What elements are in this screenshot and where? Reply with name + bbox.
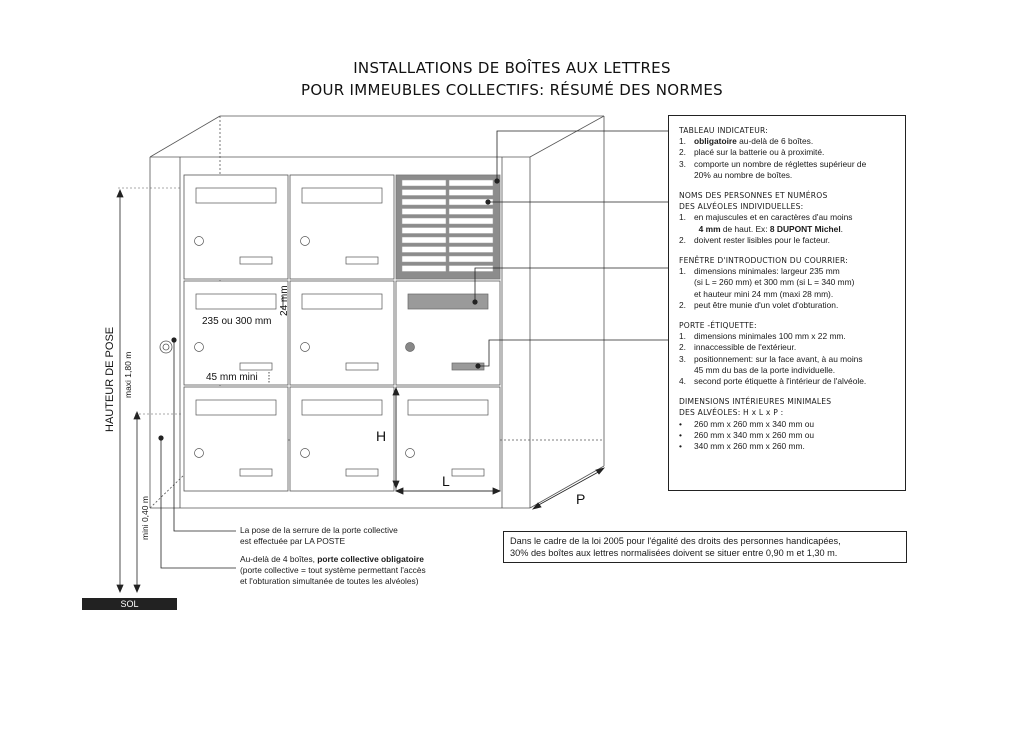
cabinet-outline bbox=[149, 115, 605, 509]
title-line-1: INSTALLATIONS DE BOÎTES AUX LETTRES bbox=[353, 59, 671, 77]
l-label: L bbox=[442, 473, 450, 489]
norms-panel: TABLEAU INDICATEUR: 1.obligatoire au-del… bbox=[668, 115, 906, 491]
maxi-label: maxi 1,80 m bbox=[123, 352, 133, 398]
lock-annotation: La pose de la serrure de la porte collec… bbox=[240, 525, 398, 546]
tableau-slat bbox=[401, 255, 447, 263]
tableau-slat bbox=[448, 246, 494, 253]
window-height-label: 24 mm bbox=[279, 285, 290, 316]
title-line-2: POUR IMMEUBLES COLLECTIFS: RÉSUMÉ DES NO… bbox=[301, 81, 723, 99]
tableau-slat bbox=[448, 265, 494, 272]
section-fenetre: FENÊTRE D'INTRODUCTION DU COURRIER: 1.di… bbox=[679, 256, 855, 310]
door-annotation: Au-delà de 4 boîtes, porte collective ob… bbox=[240, 554, 426, 586]
mailbox-details bbox=[194, 187, 489, 477]
h-label: H bbox=[376, 428, 386, 444]
tableau-slat bbox=[448, 236, 494, 244]
dimension-lines bbox=[116, 187, 606, 594]
collective-lock-icon bbox=[159, 340, 173, 354]
tableau-slat bbox=[401, 227, 447, 234]
section-porte: PORTE -ÉTIQUETTE: 1.dimensions minimales… bbox=[679, 321, 867, 387]
tableau-slat bbox=[401, 208, 447, 215]
tableau-slat bbox=[448, 227, 494, 234]
tableau-slat bbox=[401, 189, 447, 196]
tableau-slat bbox=[448, 208, 494, 215]
mini-label: mini 0,40 m bbox=[140, 496, 150, 540]
tableau-slat bbox=[401, 217, 447, 225]
sol-label: SOL bbox=[82, 598, 177, 610]
tableau-slat bbox=[448, 217, 494, 225]
tableau-slat bbox=[448, 189, 494, 196]
tableau-slats bbox=[401, 179, 494, 272]
tableau-slat bbox=[401, 198, 447, 206]
law-note: Dans le cadre de la loi 2005 pour l'égal… bbox=[503, 531, 907, 563]
leader-lines bbox=[160, 130, 668, 569]
window-width-label: 235 ou 300 mm bbox=[202, 316, 272, 327]
tableau-slat bbox=[401, 179, 447, 187]
tableau-slat bbox=[401, 265, 447, 272]
label-distance: 45 mm mini bbox=[206, 372, 258, 383]
section-tableau: TABLEAU INDICATEUR: 1.obligatoire au-del… bbox=[679, 126, 867, 180]
hauteur-label: HAUTEUR DE POSE bbox=[104, 327, 116, 432]
section-dimensions: DIMENSIONS INTÉRIEURES MINIMALES DES ALV… bbox=[679, 397, 832, 452]
leader-dots bbox=[158, 178, 500, 441]
tableau-slat bbox=[448, 255, 494, 263]
p-label: P bbox=[576, 491, 585, 507]
tableau-slat bbox=[401, 246, 447, 253]
tableau-slat bbox=[401, 236, 447, 244]
section-noms: NOMS DES PERSONNES ET NUMÉROS DES ALVÉOL… bbox=[679, 191, 853, 245]
tableau-slat bbox=[448, 179, 494, 187]
